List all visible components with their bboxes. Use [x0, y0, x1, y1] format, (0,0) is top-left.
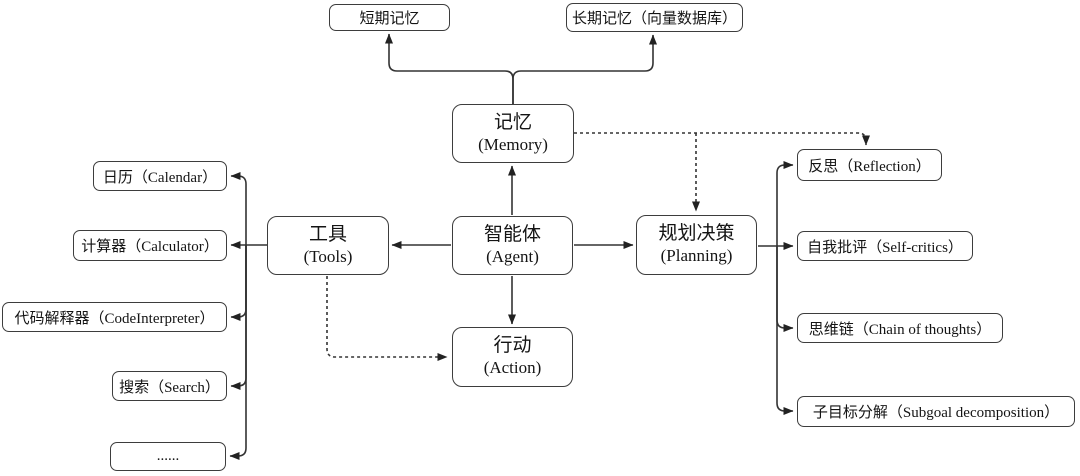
node-code-interpreter-label: 代码解释器（CodeInterpreter）: [14, 310, 215, 327]
node-reflection: 反思（Reflection）: [797, 149, 942, 181]
edge-planning-to-subgoal: [776, 246, 794, 415]
node-memory: 记忆 (Memory): [452, 104, 574, 163]
node-agent-label-zh: 智能体: [483, 223, 541, 245]
node-planning: 规划决策 (Planning): [636, 215, 757, 275]
node-action: 行动 (Action): [452, 327, 573, 387]
node-search-label: 搜索（Search）: [119, 379, 220, 396]
edge-memory-to-long-term: [512, 34, 657, 104]
node-tools-label-en: (Tools): [303, 246, 353, 266]
edge-tools-to-calendar: [230, 172, 247, 245]
node-short-term-memory-label: 短期记忆: [359, 11, 420, 27]
node-self-critics: 自我批评（Self-critics）: [797, 231, 973, 261]
edge-memory-to-reflection-dashed: [574, 132, 870, 146]
node-agent: 智能体 (Agent): [452, 216, 573, 275]
node-chain-of-thoughts: 思维链（Chain of thoughts）: [797, 313, 1003, 343]
edge-tools-to-action-dashed: [326, 276, 448, 361]
edge-tools-to-more: [229, 245, 247, 460]
node-tools: 工具 (Tools): [267, 216, 389, 275]
edge-planning-to-reflection: [776, 161, 794, 246]
node-calculator: 计算器（Calculator）: [73, 230, 227, 261]
node-agent-label-en: (Agent): [486, 246, 539, 266]
node-chain-of-thoughts-label: 思维链（Chain of thoughts）: [808, 321, 992, 338]
node-more-tools: ......: [110, 442, 226, 471]
edge-planning-to-chain-of-thoughts: [776, 246, 794, 332]
edge-tools-to-code-interpreter: [230, 245, 247, 321]
node-reflection-label: 反思（Reflection）: [808, 158, 931, 175]
node-subgoal-decomposition: 子目标分解（Subgoal decomposition）: [797, 396, 1075, 427]
node-more-tools-label: ......: [156, 448, 180, 464]
node-action-label-en: (Action): [483, 358, 542, 378]
node-calendar: 日历（Calendar）: [93, 161, 227, 191]
node-subgoal-decomposition-label: 子目标分解（Subgoal decomposition）: [812, 405, 1060, 421]
node-planning-label-zh: 规划决策: [658, 223, 735, 245]
node-calculator-label: 计算器（Calculator）: [81, 239, 219, 255]
node-tools-label-zh: 工具: [308, 223, 347, 245]
node-short-term-memory: 短期记忆: [329, 4, 450, 31]
edge-memory-to-short-term: [385, 33, 514, 104]
node-code-interpreter: 代码解释器（CodeInterpreter）: [2, 302, 227, 332]
node-memory-label-zh: 记忆: [493, 111, 532, 133]
node-memory-label-en: (Memory): [478, 134, 548, 154]
node-calendar-label: 日历（Calendar）: [102, 169, 218, 186]
node-planning-label-en: (Planning): [660, 246, 733, 266]
node-action-label-zh: 行动: [493, 335, 532, 357]
node-long-term-memory: 长期记忆（向量数据库）: [566, 3, 743, 32]
node-long-term-memory-label: 长期记忆（向量数据库）: [571, 11, 737, 27]
node-search: 搜索（Search）: [112, 371, 227, 401]
node-self-critics-label: 自我批评（Self-critics）: [807, 239, 963, 256]
